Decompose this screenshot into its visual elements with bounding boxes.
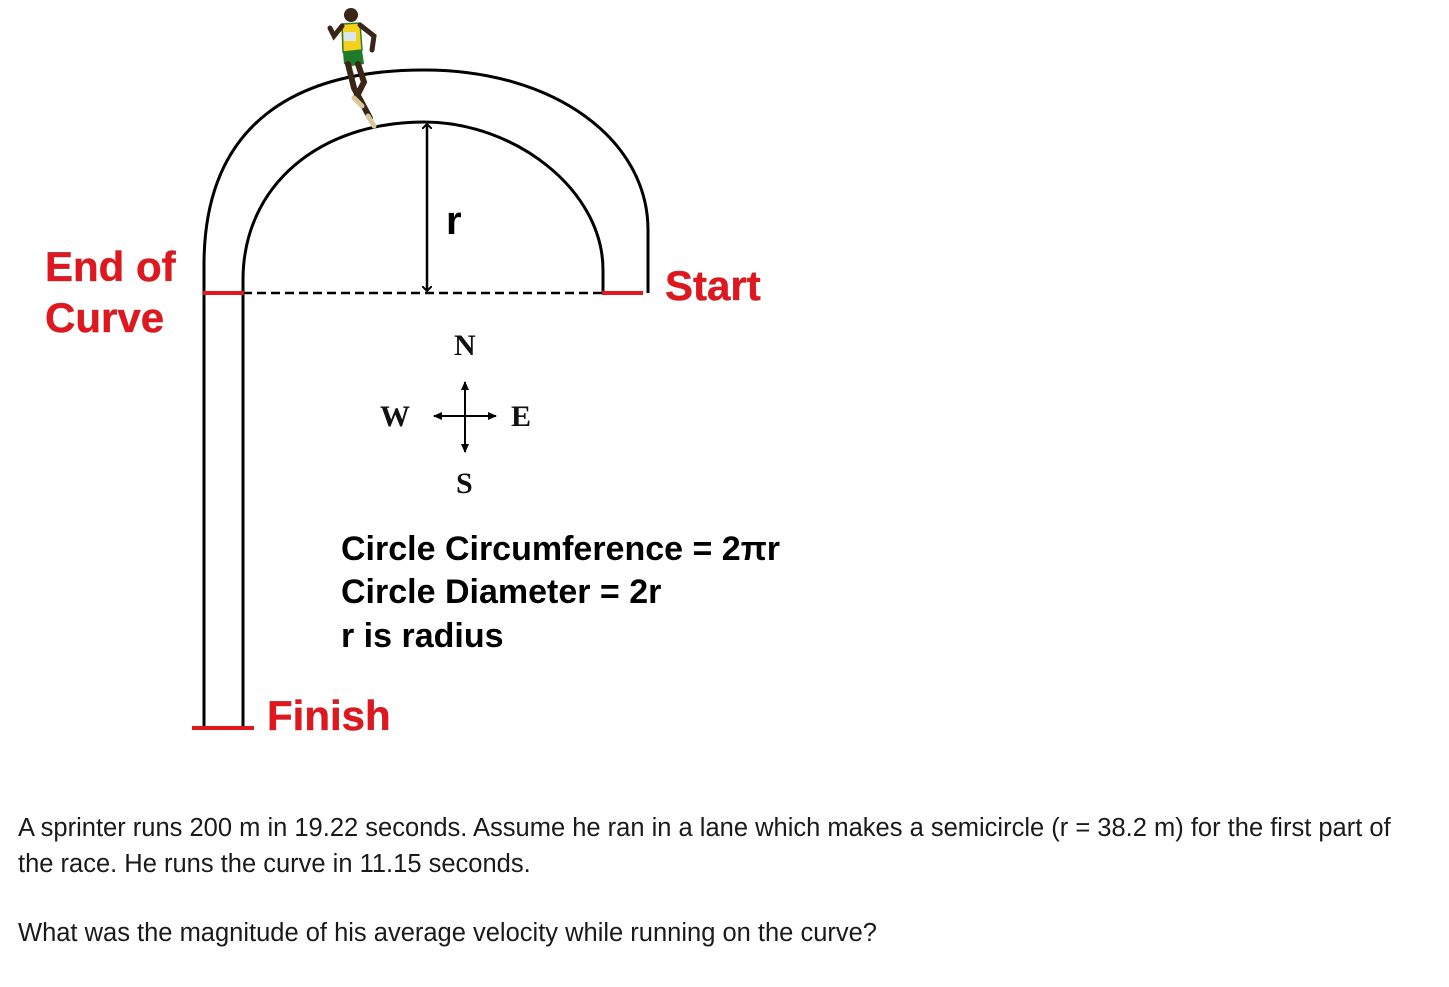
formula-circumference: Circle Circumference = 2πr [341, 530, 780, 568]
paragraph-spacer [18, 882, 1428, 915]
formula-diameter: Circle Diameter = 2r [341, 573, 661, 611]
question-text: A sprinter runs 200 m in 19.22 seconds. … [18, 810, 1428, 951]
formula-radius-note: r is radius [341, 617, 504, 655]
start-label: Start [665, 262, 761, 309]
compass-north: N [454, 329, 476, 362]
compass: N S E W [380, 329, 531, 500]
track-inner-edge [241, 120, 605, 728]
end-of-curve-label-line2: Curve [45, 294, 164, 341]
question-paragraph-setup: A sprinter runs 200 m in 19.22 seconds. … [18, 814, 1391, 878]
end-of-curve-label-line1: End of [45, 243, 177, 290]
finish-label: Finish [267, 692, 391, 739]
track-diagram: r End of Curve Start Finish N S E W Circ… [45, 8, 780, 739]
question-paragraph-ask: What was the magnitude of his average ve… [18, 919, 877, 947]
radius-label: r [446, 199, 462, 243]
track-outer-edge [202, 68, 650, 728]
compass-south: S [456, 467, 473, 500]
compass-east: E [511, 400, 531, 433]
sprinter-figure [327, 8, 377, 129]
compass-west: W [380, 400, 410, 433]
